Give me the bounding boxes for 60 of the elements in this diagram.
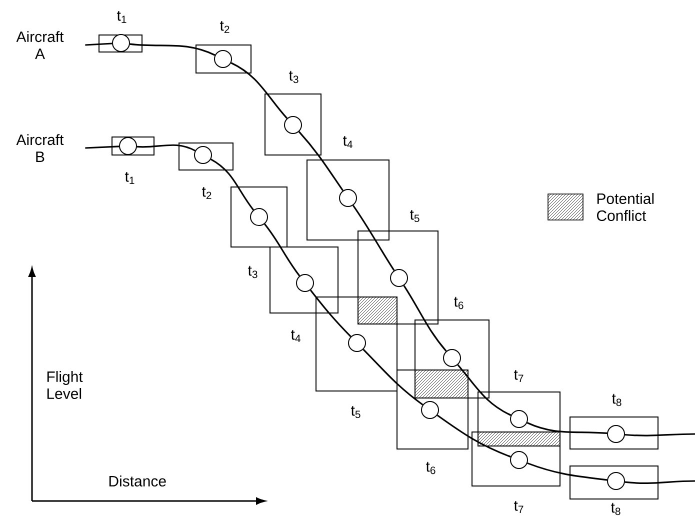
node-label: t$_{3}$ (248, 266, 258, 278)
node-label: t$_{4}$ (342, 136, 352, 148)
position-circle (607, 472, 625, 490)
flight-path (352, 204, 395, 271)
node-label: t$_{7}$ (514, 370, 524, 382)
position-circle (421, 401, 439, 419)
time-box: t$_{8}$ (570, 394, 658, 450)
axis-label: Flight Level (47, 371, 83, 399)
position-circle (348, 334, 366, 352)
flight-path (403, 285, 447, 352)
flight-path (527, 462, 608, 481)
time-box: t$_{8}$ (570, 466, 658, 516)
flight-path (298, 131, 344, 192)
position-circle (443, 349, 461, 367)
node-label: t$_{1}$ (124, 172, 134, 184)
node-label: t$_{6}$ (454, 296, 464, 310)
flight-path (526, 422, 608, 434)
node-label: t$_{3}$ (288, 70, 298, 84)
flight-path (136, 144, 196, 152)
node-label: t$_{5}$ (410, 210, 420, 222)
node-label: t$_{8}$ (610, 502, 620, 516)
flight-path (436, 414, 511, 458)
position-circle (510, 451, 528, 469)
flight-path (210, 158, 254, 210)
flight-path (230, 62, 288, 119)
position-circle (214, 50, 232, 68)
node-label: t$_{2}$ (202, 186, 212, 200)
flight-path (457, 364, 512, 416)
aircraft-label: Aircraft B (16, 134, 64, 162)
position-circle (607, 425, 625, 443)
node-label: t$_{7}$ (514, 501, 524, 513)
node-label: t$_{6}$ (426, 462, 436, 474)
flight-path (624, 433, 695, 436)
time-box: t$_{2}$ (178, 142, 234, 200)
time-box: t$_{2}$ (196, 20, 252, 74)
position-circle (284, 116, 302, 134)
axis-label: Distance (109, 476, 166, 486)
node-label: t$_{2}$ (220, 20, 230, 34)
position-circle (250, 208, 268, 226)
aircraft-label: Aircraft A (16, 31, 64, 59)
node-label: t$_{5}$ (350, 406, 360, 418)
flight-path (310, 290, 352, 338)
flight-path (624, 480, 695, 484)
time-box: t$_{1}$ (98, 11, 142, 52)
legend-label: Potential Conflict (596, 193, 654, 221)
position-circle (119, 137, 137, 155)
time-box: t$_{1}$ (112, 136, 154, 184)
node-label: t$_{4}$ (290, 330, 300, 342)
node-label: t$_{8}$ (612, 394, 622, 406)
flight-path (85, 146, 120, 149)
position-circle (510, 410, 528, 428)
position-circle (390, 269, 408, 287)
position-circle (112, 34, 130, 52)
flight-path (264, 224, 300, 276)
position-circle (339, 189, 357, 207)
flight-path (130, 43, 216, 56)
position-circle (296, 274, 314, 292)
flight-path (362, 348, 424, 406)
node-label: t$_{1}$ (116, 11, 126, 23)
position-circle (194, 146, 212, 164)
